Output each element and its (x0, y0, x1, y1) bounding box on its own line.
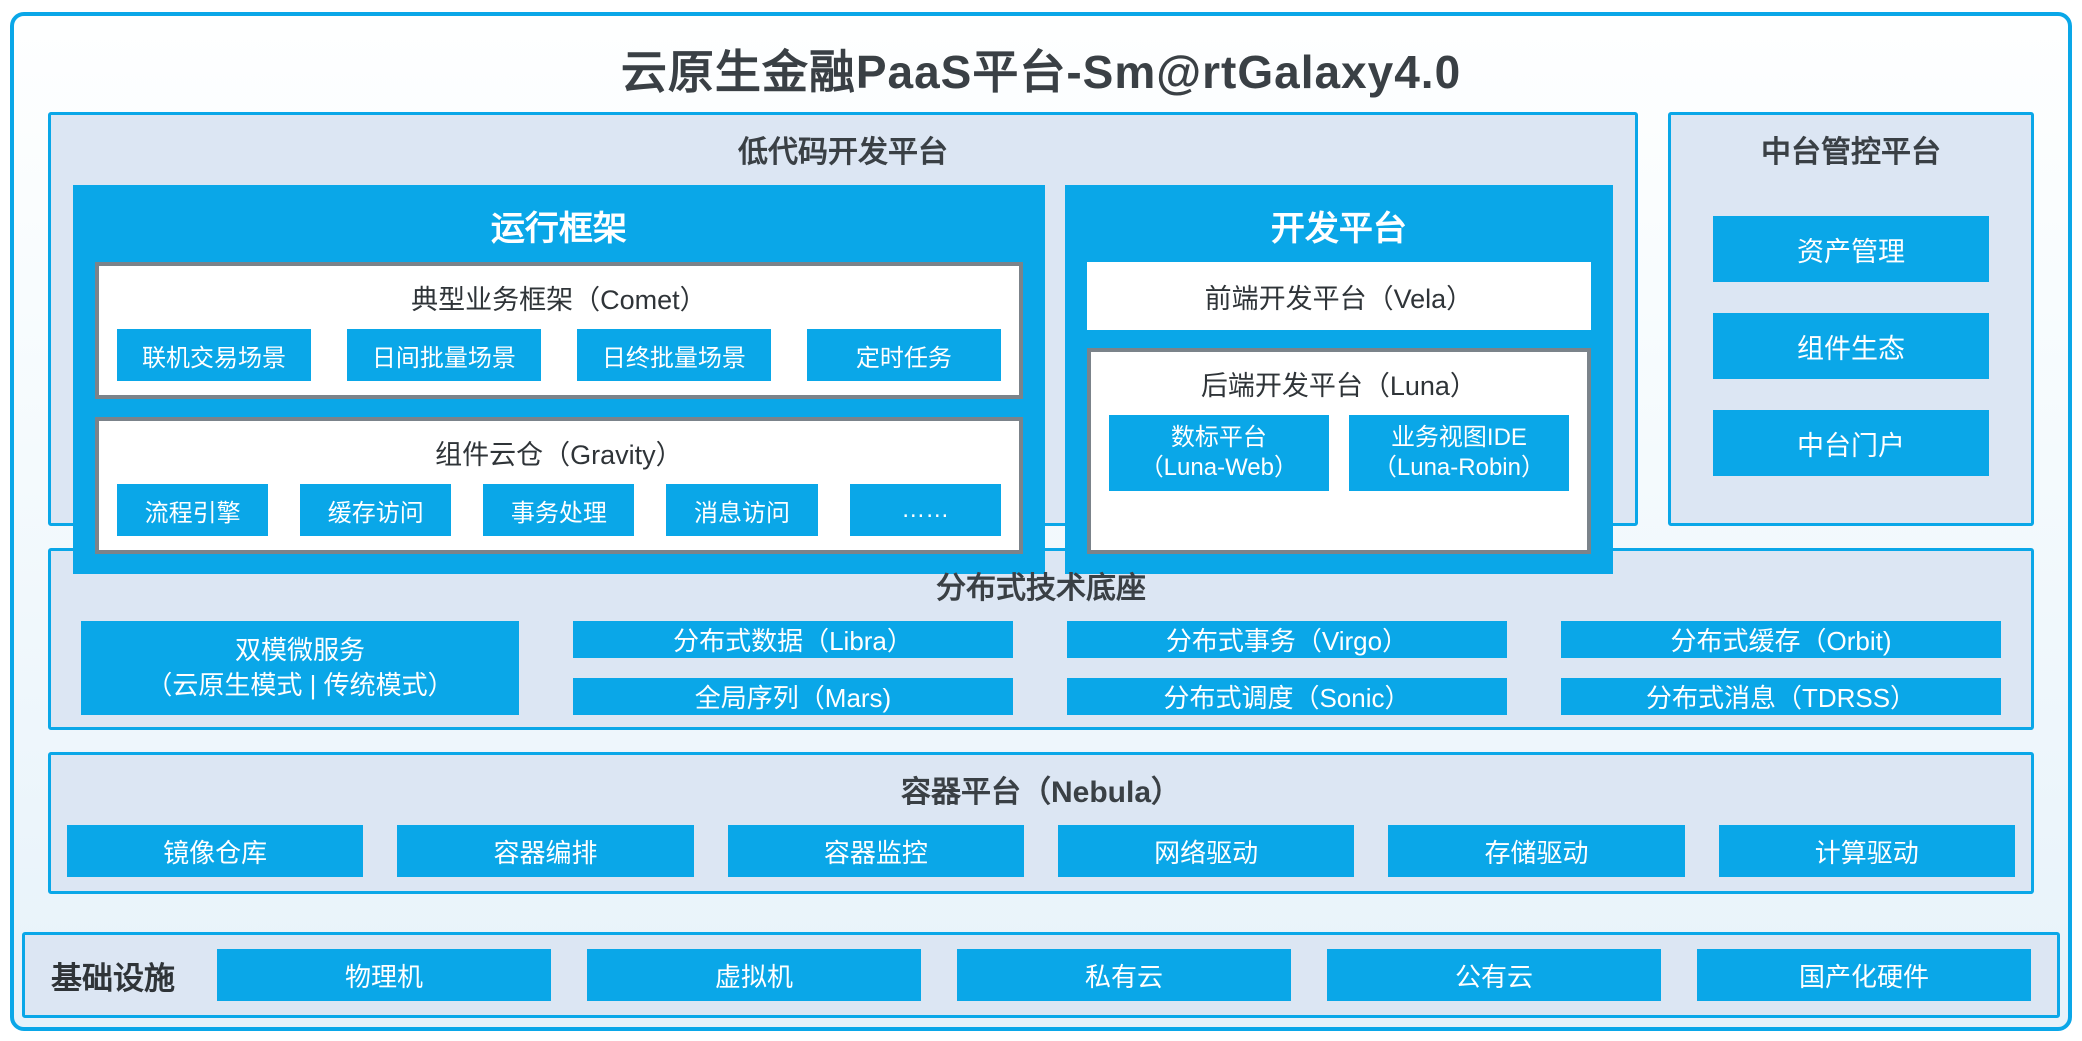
luna-chip-robin-name: 业务视图IDE (1390, 424, 1527, 451)
page-title: 云原生金融PaaS平台-Sm@rtGalaxy4.0 (620, 46, 1462, 98)
dist-chip-sonic: 分布式调度（Sonic） (1067, 678, 1507, 715)
container-chip-orchestration: 容器编排 (397, 825, 694, 877)
middle-chip-asset-mgmt: 资产管理 (1713, 216, 1989, 282)
section-runtime-framework: 运行框架 典型业务框架（Comet） 联机交易场景 日间批量场景 日终批量场景 … (73, 185, 1045, 574)
middle-chip-column: 资产管理 组件生态 中台门户 (1671, 185, 2031, 523)
luna-chip-web-name: 数标平台 (1170, 424, 1267, 451)
dist-chip-mars: 全局序列（Mars) (573, 678, 1013, 715)
container-chip-monitoring: 容器监控 (727, 825, 1024, 877)
group-luna-title: 后端开发平台（Luna） (1200, 371, 1477, 401)
gravity-chip-process-engine: 流程引擎 (117, 484, 269, 536)
dual-mode-line2: （云原生模式 | 传统模式） (146, 670, 454, 700)
infra-chip-physical-machine: 物理机 (217, 949, 551, 1001)
panel-lowcode: 低代码开发平台 运行框架 典型业务框架（Comet） 联机交易场景 日间批量场景… (48, 112, 1638, 574)
panel-middle-title: 中台管控平台 (1761, 136, 1941, 169)
comet-chip-eod-batch: 日终批量场景 (576, 329, 771, 381)
gravity-chip-message-access: 消息访问 (666, 484, 818, 536)
comet-chip-online-trading: 联机交易场景 (117, 329, 311, 381)
vela-box: 前端开发平台（Vela） (1086, 262, 1591, 330)
group-gravity: 组件云仓（Gravity） 流程引擎 缓存访问 事务处理 消息访问 …… (95, 417, 1023, 554)
panel-infrastructure: 基础设施 物理机 虚拟机 私有云 公有云 国产化硬件 (22, 932, 2060, 1018)
luna-chip-row: 数标平台 （Luna-Web） 业务视图IDE （Luna-Robin） (1108, 415, 1569, 491)
dual-mode-microservice-chip: 双模微服务 （云原生模式 | 传统模式） (81, 621, 519, 715)
dist-chip-tdrss: 分布式消息（TDRSS） (1561, 678, 2001, 715)
dist-col-data: 分布式数据（Libra） 全局序列（Mars) (573, 621, 1013, 715)
container-chip-row: 镜像仓库 容器编排 容器监控 网络驱动 存储驱动 计算驱动 (51, 825, 2031, 895)
infra-chip-public-cloud: 公有云 (1327, 949, 1661, 1001)
panel-lowcode-title: 低代码开发平台 (738, 136, 948, 169)
comet-chip-row: 联机交易场景 日间批量场景 日终批量场景 定时任务 (117, 329, 1001, 381)
container-chip-compute-driver: 计算驱动 (1718, 825, 2015, 877)
dist-col-transaction: 分布式事务（Virgo） 分布式调度（Sonic） (1067, 621, 1507, 715)
panel-distributed-title: 分布式技术底座 (936, 572, 1146, 605)
infra-chip-domestic-hardware: 国产化硬件 (1697, 949, 2031, 1001)
gravity-chip-more: …… (849, 484, 1001, 536)
luna-chip-web-code: （Luna-Web） (1139, 454, 1298, 481)
luna-chip-web: 数标平台 （Luna-Web） (1108, 415, 1329, 491)
panel-container-platform: 容器平台（Nebula） 镜像仓库 容器编排 容器监控 网络驱动 存储驱动 计算… (48, 752, 2034, 894)
luna-chip-robin-code: （Luna-Robin） (1372, 454, 1545, 481)
container-chip-network-driver: 网络驱动 (1057, 825, 1355, 877)
dist-chip-orbit: 分布式缓存（Orbit) (1561, 621, 2001, 658)
gravity-chip-transaction: 事务处理 (483, 484, 635, 536)
container-chip-storage-driver: 存储驱动 (1388, 825, 1685, 877)
middle-chip-component-eco: 组件生态 (1713, 313, 1989, 379)
section-dev-title: 开发平台 (1270, 210, 1407, 248)
middle-chip-portal: 中台门户 (1713, 410, 1989, 476)
dist-col-cache: 分布式缓存（Orbit) 分布式消息（TDRSS） (1561, 621, 2001, 715)
infra-chip-virtual-machine: 虚拟机 (587, 949, 921, 1001)
group-gravity-title: 组件云仓（Gravity） (435, 440, 683, 470)
comet-chip-scheduled-task: 定时任务 (806, 329, 1001, 381)
top-row: 低代码开发平台 运行框架 典型业务框架（Comet） 联机交易场景 日间批量场景… (48, 112, 2034, 574)
section-runtime-title: 运行框架 (490, 210, 627, 248)
gravity-chip-row: 流程引擎 缓存访问 事务处理 消息访问 …… (117, 484, 1001, 536)
gravity-chip-cache-access: 缓存访问 (300, 484, 452, 536)
dist-chip-libra: 分布式数据（Libra） (573, 621, 1013, 658)
container-chip-image-registry: 镜像仓库 (67, 825, 364, 877)
panel-distributed-base: 分布式技术底座 双模微服务 （云原生模式 | 传统模式） 分布式数据（Libra… (48, 548, 2034, 730)
group-luna: 后端开发平台（Luna） 数标平台 （Luna-Web） 业务视图IDE （Lu… (1086, 348, 1591, 554)
lowcode-body: 运行框架 典型业务框架（Comet） 联机交易场景 日间批量场景 日终批量场景 … (51, 185, 1635, 596)
infra-chip-private-cloud: 私有云 (957, 949, 1291, 1001)
dist-chip-virgo: 分布式事务（Virgo） (1067, 621, 1507, 658)
group-comet: 典型业务框架（Comet） 联机交易场景 日间批量场景 日终批量场景 定时任务 (95, 262, 1023, 399)
panel-middle-platform: 中台管控平台 资产管理 组件生态 中台门户 (1668, 112, 2034, 526)
diagram-frame: 云原生金融PaaS平台-Sm@rtGalaxy4.0 低代码开发平台 运行框架 … (10, 12, 2072, 1031)
panel-container-title: 容器平台（Nebula） (900, 776, 1182, 809)
distributed-grid: 双模微服务 （云原生模式 | 传统模式） 分布式数据（Libra） 全局序列（M… (51, 621, 2031, 733)
infrastructure-label: 基础设施 (51, 960, 175, 996)
group-comet-title: 典型业务框架（Comet） (411, 285, 707, 315)
dual-mode-line1: 双模微服务 (234, 634, 365, 665)
luna-chip-robin: 业务视图IDE （Luna-Robin） (1348, 415, 1569, 491)
section-dev-platform: 开发平台 前端开发平台（Vela） 后端开发平台（Luna） 数标平台 （Lun… (1064, 185, 1613, 574)
comet-chip-daytime-batch: 日间批量场景 (346, 329, 541, 381)
infra-chip-row: 物理机 虚拟机 私有云 公有云 国产化硬件 (217, 949, 2031, 1001)
